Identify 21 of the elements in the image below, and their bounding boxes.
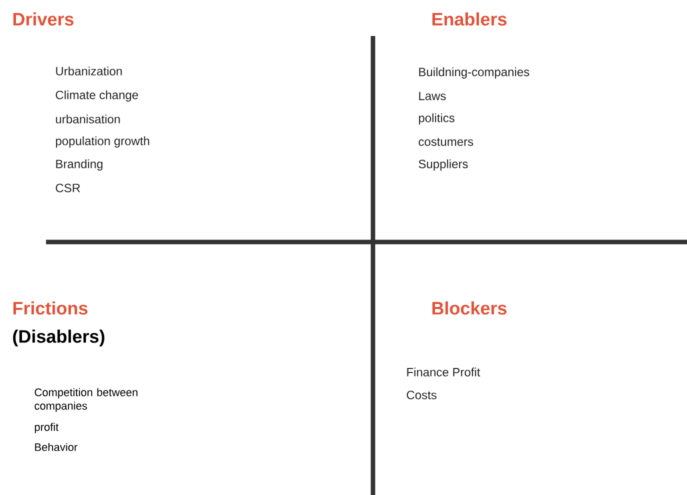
list-item: Behavior [35,442,78,452]
list-item: Suppliers [418,159,468,171]
list-item: Competition between companies [34,388,138,412]
list-item: Branding [56,159,102,171]
list-item: Laws [419,92,446,100]
list-item: CSR [56,184,80,192]
list-item: politics [418,113,454,125]
list-item: urbanisation [56,114,120,124]
heading: Blockers [432,301,506,315]
list-item: Buildning-companies [419,67,530,79]
list-item: Urbanization [56,66,122,76]
list-item: Climate change [56,90,138,102]
list-item: population growth [56,136,150,148]
heading: Drivers [13,12,74,26]
heading: Frictions [13,301,88,315]
subheading: (Disablers) [13,330,104,346]
heading: Enablers [432,12,506,26]
list-item: profit [34,422,59,434]
list-item: costumers [418,138,474,146]
list-item: Finance Profit [407,368,480,376]
list-item: Costs [406,390,436,400]
